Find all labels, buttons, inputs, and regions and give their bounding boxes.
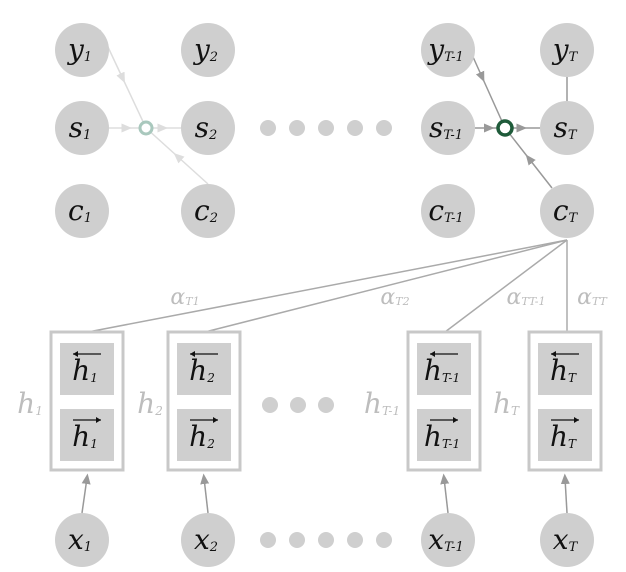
x-node-2: xT-1 — [421, 513, 475, 567]
ellipsis-dot — [289, 120, 305, 136]
ellipsis-dot — [318, 397, 334, 413]
encoder-box: h2 h2 — [166, 330, 242, 472]
ellipsis-dot — [318, 120, 334, 136]
x-node-1: x2 — [181, 513, 235, 567]
s-node-1: s2 — [181, 101, 235, 155]
h-state-label: h1 — [72, 354, 98, 387]
attention-weight-label: αTT — [577, 285, 608, 310]
h-label: hT — [493, 387, 520, 420]
ellipsis-dot — [347, 532, 363, 548]
y-node-3: yT — [540, 23, 594, 77]
edge-x-to-h — [560, 473, 570, 514]
c-node-0-label: c1 — [68, 194, 92, 227]
ellipsis-dot — [260, 120, 276, 136]
c-node-3: cT — [540, 184, 594, 238]
h-state-label: h2 — [189, 354, 215, 387]
attention-weight-label: αT2 — [380, 285, 409, 310]
y-node-3-label: yT — [551, 33, 579, 66]
encoder-box: hT hT — [527, 330, 603, 472]
s-node-0: s1 — [55, 101, 109, 155]
edge-x-to-h — [81, 473, 91, 514]
c-node-1: c2 — [181, 184, 235, 238]
s-node-0-label: s1 — [69, 111, 92, 144]
c-node-2: cT-1 — [421, 184, 475, 238]
ellipsis-dot — [290, 397, 306, 413]
x-node-3: xT — [540, 513, 594, 567]
encoder-box: hT-1 hT-1 — [406, 330, 482, 472]
x-node-3-label: xT — [553, 523, 579, 556]
s-node-1-label: s2 — [195, 111, 218, 144]
ellipsis-dot — [260, 532, 276, 548]
edge-x-to-h — [440, 473, 450, 514]
ellipsis-dot — [318, 532, 334, 548]
y-node-1: y2 — [181, 23, 235, 77]
edge-cT-gate — [504, 127, 553, 189]
ellipsis-dot — [376, 532, 392, 548]
x-node-1-label: x2 — [194, 523, 218, 556]
y-node-0: y1 — [55, 23, 109, 77]
h-state-label: hT-1 — [424, 420, 460, 453]
encoder-box: h1 h1 — [49, 330, 125, 472]
x-node-0-label: x1 — [68, 523, 92, 556]
h-state-label: hT-1 — [424, 354, 460, 387]
h-state-label: h1 — [72, 420, 98, 453]
y-node-0-label: y1 — [66, 33, 92, 66]
y-node-2-label: yT-1 — [426, 33, 464, 66]
s-node-2: sT-1 — [421, 101, 475, 155]
attention-weight-label: αTT-1 — [506, 285, 545, 310]
c-node-1-label: c2 — [194, 194, 218, 227]
s-node-3: sT — [540, 101, 594, 155]
attention-weight-label: αT1 — [170, 285, 199, 310]
h-label: hT-1 — [364, 387, 400, 420]
attention-line — [204, 239, 568, 333]
ellipsis-dot — [347, 120, 363, 136]
h-state-label: h2 — [189, 420, 215, 453]
h-state-label: hT — [550, 354, 577, 387]
x-node-0: x1 — [55, 513, 109, 567]
ellipsis-dot — [376, 120, 392, 136]
h-label: h1 — [17, 387, 43, 420]
h-state-label: hT — [550, 420, 577, 453]
c-node-0: c1 — [55, 184, 109, 238]
attention-line — [87, 239, 568, 333]
c-node-3-label: cT — [553, 194, 579, 227]
edge-x-to-h — [200, 473, 210, 514]
ellipsis-dot — [289, 532, 305, 548]
attention-line — [444, 239, 568, 333]
edge-c2-gate — [145, 127, 209, 185]
h-label: h2 — [137, 387, 163, 420]
s-node-2-label: sT-1 — [429, 111, 463, 144]
s-node-3-label: sT — [553, 111, 577, 144]
gate-light — [138, 120, 154, 136]
ellipsis-dot — [262, 397, 278, 413]
c-node-2-label: cT-1 — [428, 194, 463, 227]
y-node-1-label: y2 — [192, 33, 218, 66]
y-node-2: yT-1 — [421, 23, 475, 77]
x-node-2-label: xT-1 — [428, 523, 463, 556]
gate-dark — [496, 119, 514, 137]
